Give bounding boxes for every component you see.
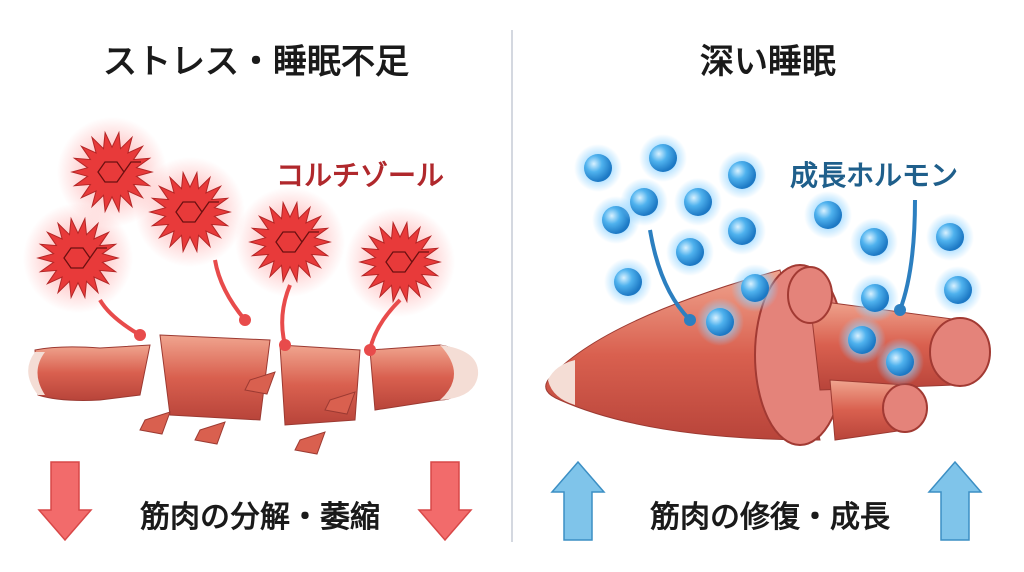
- arrowhead: [684, 314, 696, 326]
- arrowhead: [279, 339, 291, 351]
- growth-hormone-particle: [614, 268, 642, 296]
- muscle-shard: [139, 411, 171, 435]
- growth-hormone-particle: [676, 238, 704, 266]
- arrowhead: [364, 344, 376, 356]
- tendon-end: [28, 352, 45, 395]
- muscle-shard: [244, 371, 276, 395]
- left-result: 筋肉の分解・萎縮: [140, 500, 380, 535]
- muscle-shard: [194, 421, 226, 445]
- growth-hormone-particle: [649, 144, 677, 172]
- molecule-structure: [63, 247, 107, 269]
- growth-hormone-particle: [741, 274, 769, 302]
- growth-hormone-particle: [584, 154, 612, 182]
- muscle-fragment: [159, 334, 271, 421]
- cortisol-molecule-icon: [36, 216, 120, 300]
- growth-hormone-particle: [848, 326, 876, 354]
- cortisol-molecule-icon: [148, 170, 232, 254]
- growth-hormone-label: 成長ホルモン: [790, 159, 959, 192]
- growth-hormone-particle: [936, 223, 964, 251]
- muscle-shard: [324, 391, 356, 415]
- arrow-to-muscle: [213, 259, 247, 322]
- growth-hormone-particle: [886, 348, 914, 376]
- arrowhead: [134, 329, 146, 341]
- growth-hormone-particle: [944, 276, 972, 304]
- muscle-fragment: [279, 344, 361, 426]
- cortisol-molecule-icon: [70, 130, 154, 214]
- growth-hormone-particle: [860, 228, 888, 256]
- right-result: 筋肉の修復・成長: [650, 500, 890, 535]
- muscle-fragment: [34, 344, 151, 401]
- right-title: 深い睡眠: [700, 42, 836, 82]
- arrow-up-icon: [927, 460, 983, 541]
- muscle-belly: [545, 269, 821, 441]
- muscle-shard: [294, 431, 326, 455]
- arrow-down-icon: [417, 461, 473, 542]
- arrow-up-icon: [550, 460, 606, 541]
- fiber-cross-section: [882, 383, 928, 433]
- growth-hormone-particle: [728, 217, 756, 245]
- fiber-cross-section: [787, 266, 833, 324]
- fiber-cross-section: [929, 317, 991, 387]
- molecule-structure: [385, 251, 429, 273]
- arrow-to-muscle: [898, 199, 917, 311]
- left-title: ストレス・睡眠不足: [103, 42, 409, 82]
- growth-hormone-particle: [728, 161, 756, 189]
- molecule-structure: [175, 201, 219, 223]
- tendon-end: [440, 345, 479, 400]
- tendon-end: [548, 360, 575, 405]
- cortisol-molecule-icon: [248, 200, 332, 284]
- growth-hormone-particle: [630, 188, 658, 216]
- cortisol-molecule-icon: [358, 220, 442, 304]
- growth-hormone-particle: [861, 284, 889, 312]
- growth-hormone-particle: [706, 308, 734, 336]
- arrowhead: [239, 314, 251, 326]
- cortisol-label: コルチゾール: [276, 159, 445, 192]
- growth-hormone-particle: [684, 188, 712, 216]
- molecule-structure: [275, 231, 319, 253]
- arrow-to-muscle: [648, 229, 692, 322]
- molecule-structure: [97, 161, 141, 183]
- arrow-down-icon: [37, 461, 93, 542]
- growth-hormone-particle: [814, 201, 842, 229]
